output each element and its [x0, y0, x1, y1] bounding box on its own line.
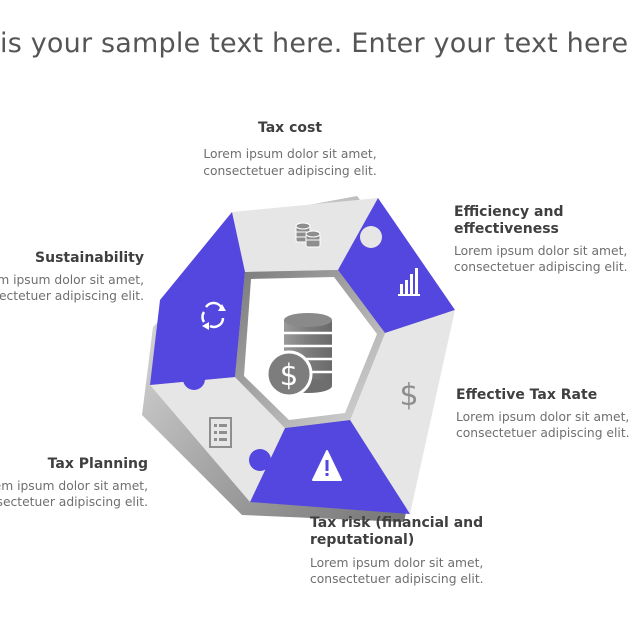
item-sustainability: Sustainability Lorem ipsum dolor sit ame… — [0, 250, 144, 304]
item-description-line: consectetuer adipiscing elit. — [0, 494, 148, 509]
puzzle-tab — [368, 422, 390, 444]
svg-text:$: $ — [280, 358, 298, 392]
item-description-line: Lorem ipsum dolor sit amet, — [310, 556, 484, 570]
item-description-line: consectetuer adipiscing elit. — [456, 425, 630, 440]
item-description-line: consectetuer adipiscing elit. — [0, 288, 144, 303]
item-description-line: Lorem ipsum dolor sit amet, — [454, 244, 628, 258]
item-description-line: consectetuer adipiscing elit. — [203, 163, 377, 178]
item-description-line: Lorem ipsum dolor sit amet, — [0, 479, 148, 493]
item-label: Sustainability — [35, 250, 144, 266]
item-effective-tax-rate: Effective Tax Rate Lorem ipsum dolor sit… — [456, 387, 640, 441]
segment-effective-tax-rate — [350, 310, 455, 514]
puzzle-tab — [183, 368, 205, 390]
item-tax-planning: Tax Planning Lorem ipsum dolor sit amet,… — [0, 456, 148, 510]
dollar-icon: $ — [399, 378, 418, 413]
item-efficiency: Efficiency and effectiveness Lorem ipsum… — [454, 204, 628, 275]
warning-icon — [312, 450, 342, 481]
puzzle-tab — [242, 235, 264, 257]
money-stack-icon: $ — [265, 313, 332, 398]
item-label: Effective Tax Rate — [456, 387, 598, 403]
item-label: Tax cost — [257, 120, 323, 136]
checklist-icon — [209, 417, 232, 448]
puzzle-tab — [249, 449, 271, 471]
segment-tax-planning — [150, 377, 285, 502]
item-description-line: consectetuer adipiscing elit. — [310, 571, 484, 586]
cycle-icon — [201, 301, 226, 330]
coins-icon — [295, 222, 321, 248]
puzzle-tab — [360, 226, 382, 248]
item-description-line: Lorem ipsum dolor sit amet, — [456, 410, 630, 424]
item-label: Efficiency and effectiveness — [454, 204, 564, 237]
item-label: Tax Planning — [47, 456, 148, 472]
segment-sustainability — [150, 212, 245, 385]
page-title: is your sample text here. Enter your tex… — [0, 28, 629, 59]
item-tax-risk: Tax risk (financial and reputational) Lo… — [310, 515, 510, 587]
item-description-line: consectetuer adipiscing elit. — [454, 259, 628, 274]
puzzle-tab — [410, 327, 432, 349]
item-description-line: Lorem ipsum dolor sit amet, — [203, 147, 377, 161]
item-label: Tax risk (financial and reputational) — [310, 515, 484, 548]
item-tax-cost: Tax cost Lorem ipsum dolor sit amet, con… — [170, 120, 410, 179]
bar-chart-icon — [398, 268, 420, 296]
item-description-line: Lorem ipsum dolor sit amet, — [0, 273, 144, 287]
